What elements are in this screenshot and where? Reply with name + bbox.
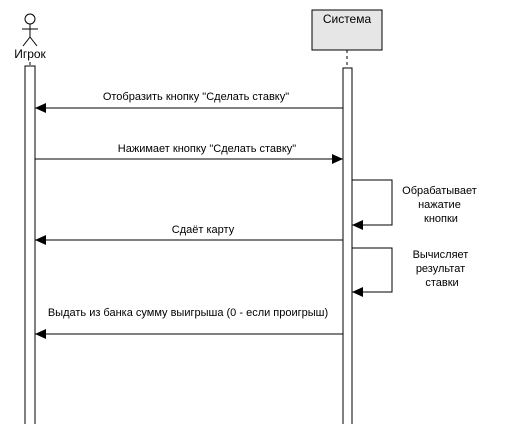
- system-label: Система: [323, 12, 372, 26]
- system-participant-box: [311, 9, 383, 51]
- stick-figure-icon: [22, 13, 38, 47]
- actor-label: Игрок: [14, 47, 46, 61]
- self-message-arrow: [352, 179, 393, 230]
- message-label: Выдать из банка сумму выигрыша (0 - если…: [48, 307, 328, 319]
- message-label: Сдаёт карту: [172, 224, 235, 236]
- message-label: Отобразить кнопку "Сделать ставку": [103, 91, 289, 103]
- actor-activation-bar: [24, 65, 36, 424]
- self-message-arrow: [352, 247, 393, 297]
- self-message-label: Обрабатывает нажатие кнопки: [402, 185, 480, 225]
- system-activation-bar: [342, 67, 353, 424]
- message-label: Нажимает кнопку "Сделать ставку": [118, 143, 296, 155]
- self-message-label: Вычисляет результат ставки: [413, 249, 472, 289]
